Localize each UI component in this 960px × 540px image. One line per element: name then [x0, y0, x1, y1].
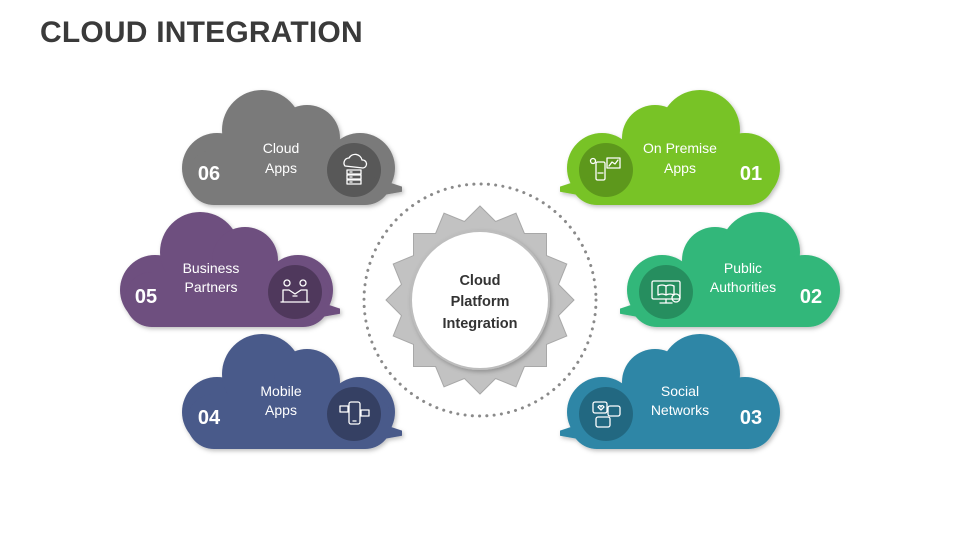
item-05-icon-circle [268, 265, 322, 319]
item-02-number: 02 [800, 286, 822, 308]
item-01-label-line-1: On Premise [643, 140, 717, 156]
item-on-premise-apps: On Premise Apps 01 [560, 90, 780, 205]
item-06-label-line-1: Cloud [263, 140, 300, 156]
item-03-icon-circle [579, 387, 633, 441]
item-03-label-line-1: Social [661, 383, 699, 399]
center-label-line-2: Platform [451, 294, 510, 310]
item-04-label-line-1: Mobile [260, 383, 301, 399]
item-social-networks: Social Networks 03 [560, 334, 780, 449]
item-mobile-apps: Mobile Apps 04 [182, 334, 402, 449]
social-chat-icon [592, 401, 621, 428]
item-cloud-apps: Cloud Apps 06 [182, 90, 402, 205]
item-business-partners: Business Partners 05 [120, 212, 340, 327]
item-01-number: 01 [740, 163, 762, 185]
center-label-line-1: Cloud [459, 273, 500, 289]
item-05-number: 05 [135, 286, 157, 308]
page-title: CLOUD INTEGRATION [40, 16, 363, 49]
cloud-server-icon [343, 153, 368, 185]
item-05-label-line-1: Business [183, 260, 240, 276]
mobile-analytics-icon [589, 157, 621, 181]
item-06-number: 06 [198, 163, 220, 185]
center-label-line-3: Integration [443, 316, 518, 332]
item-02-label-line-1: Public [724, 260, 762, 276]
item-02-label-line-2: Authorities [710, 279, 776, 295]
item-04-icon-circle [327, 387, 381, 441]
book-monitor-icon [651, 280, 681, 304]
handshake-icon [280, 279, 310, 303]
item-05-label-line-2: Partners [185, 279, 238, 295]
item-public-authorities: Public Authorities 02 [620, 212, 840, 327]
item-01-icon-circle [579, 143, 633, 197]
dotted-ring [362, 182, 598, 418]
item-06-label-line-2: Apps [265, 160, 297, 176]
central-hub: Cloud Platform Integration [362, 182, 598, 418]
item-01-label-line-2: Apps [664, 160, 696, 176]
center-circle [410, 230, 550, 370]
item-03-label-line-2: Networks [651, 402, 709, 418]
item-04-number: 04 [198, 407, 221, 429]
mobile-apps-icon [339, 401, 370, 425]
item-03-number: 03 [740, 407, 762, 429]
item-04-label-line-2: Apps [265, 402, 297, 418]
